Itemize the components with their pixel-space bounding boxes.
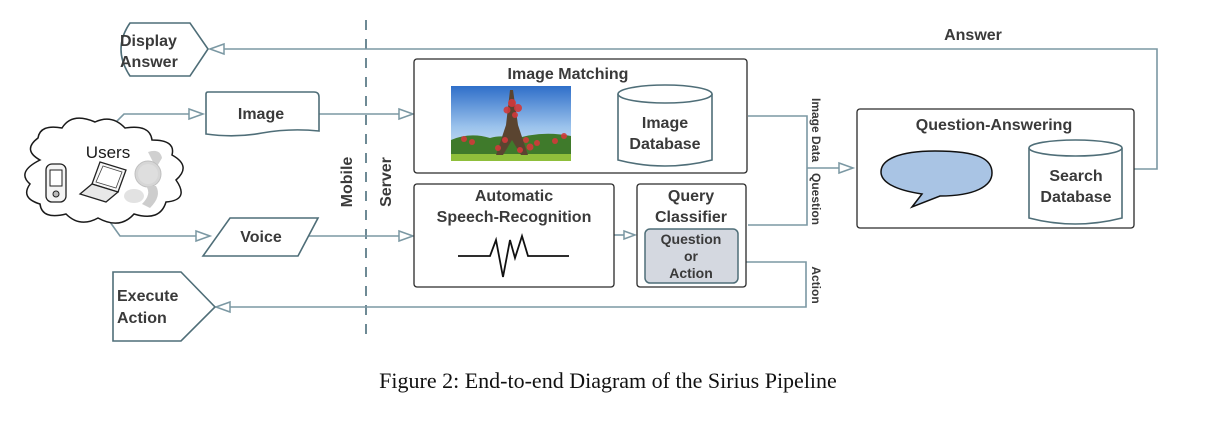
search-database-line2: Database <box>1040 189 1111 206</box>
query-classifier-line2: Classifier <box>655 209 727 226</box>
execute-action-node: Execute Action <box>112 271 217 342</box>
asr-title-line2: Speech-Recognition <box>437 209 592 226</box>
users-node: Users <box>24 117 184 224</box>
image-data-edge-label: Image Data <box>809 98 823 162</box>
image-input-label: Image <box>238 106 284 123</box>
smartwatch-icon <box>124 150 162 208</box>
question-or-action-box <box>644 228 739 284</box>
voice-input-arrowhead <box>195 229 213 243</box>
display-answer-line1: Display <box>120 33 177 50</box>
answer-edge-label: Answer <box>944 27 1002 44</box>
asr-arrowhead <box>398 229 416 243</box>
answer-connector <box>222 48 1158 170</box>
asr-title-line1: Automatic <box>475 188 553 205</box>
action-edge-label: Action <box>809 266 823 303</box>
parallelogram-shape <box>201 217 320 257</box>
decision-line3: Action <box>669 265 713 281</box>
users-to-voice-connector <box>109 221 200 237</box>
display-answer-node: Display Answer <box>120 22 209 77</box>
decision-line1: Question <box>661 231 722 247</box>
question-connector <box>748 168 808 226</box>
search-database-cylinder: Search Database <box>1028 139 1123 225</box>
waveform-icon <box>458 232 569 278</box>
decision-line2: or <box>684 248 699 264</box>
users-label: Users <box>86 143 130 162</box>
execute-shape <box>112 271 217 342</box>
image-database-line1: Image <box>642 115 688 132</box>
server-label: Server <box>378 157 395 207</box>
question-answering-title: Question-Answering <box>916 117 1072 134</box>
query-classifier-node: Query Classifier Question or Action <box>636 183 747 288</box>
question-answering-node: Question-Answering Search Database <box>856 108 1135 229</box>
voice-input-label: Voice <box>240 229 282 246</box>
image-matching-title: Image Matching <box>508 66 629 83</box>
display-answer-line2: Answer <box>120 54 178 71</box>
image-matching-node: Image Matching Image Database <box>413 58 748 174</box>
asr-node: Automatic Speech-Recognition <box>413 183 615 288</box>
query-classifier-line1: Query <box>668 188 714 205</box>
image-database-line2: Database <box>629 136 700 153</box>
classifier-arrowhead <box>623 229 638 241</box>
smartphone-icon <box>45 163 67 203</box>
eiffel-tower-photo <box>451 86 571 161</box>
laptop-icon <box>78 161 127 203</box>
action-connector <box>228 261 807 308</box>
figure-caption: Figure 2: End-to-end Diagram of the Siri… <box>379 368 837 393</box>
qa-arrowhead <box>838 161 856 175</box>
document-shape <box>205 91 320 137</box>
execute-action-line2: Action <box>117 310 167 327</box>
search-database-line1: Search <box>1049 168 1102 185</box>
display-shape <box>120 22 209 77</box>
question-edge-label: Question <box>809 173 823 225</box>
image-database-cylinder: Image Database <box>617 84 713 167</box>
image-input-node: Image <box>205 91 320 137</box>
mobile-label: Mobile <box>339 157 356 208</box>
asr-box <box>413 183 615 288</box>
speech-bubble-icon <box>880 150 993 209</box>
answer-arrowhead <box>207 42 225 56</box>
image-data-connector <box>748 115 808 168</box>
voice-input-node: Voice <box>201 217 320 257</box>
execute-action-line1: Execute <box>117 288 178 305</box>
execute-action-arrowhead <box>213 300 231 314</box>
image-input-arrowhead <box>188 107 206 121</box>
image-matching-arrowhead <box>398 107 416 121</box>
